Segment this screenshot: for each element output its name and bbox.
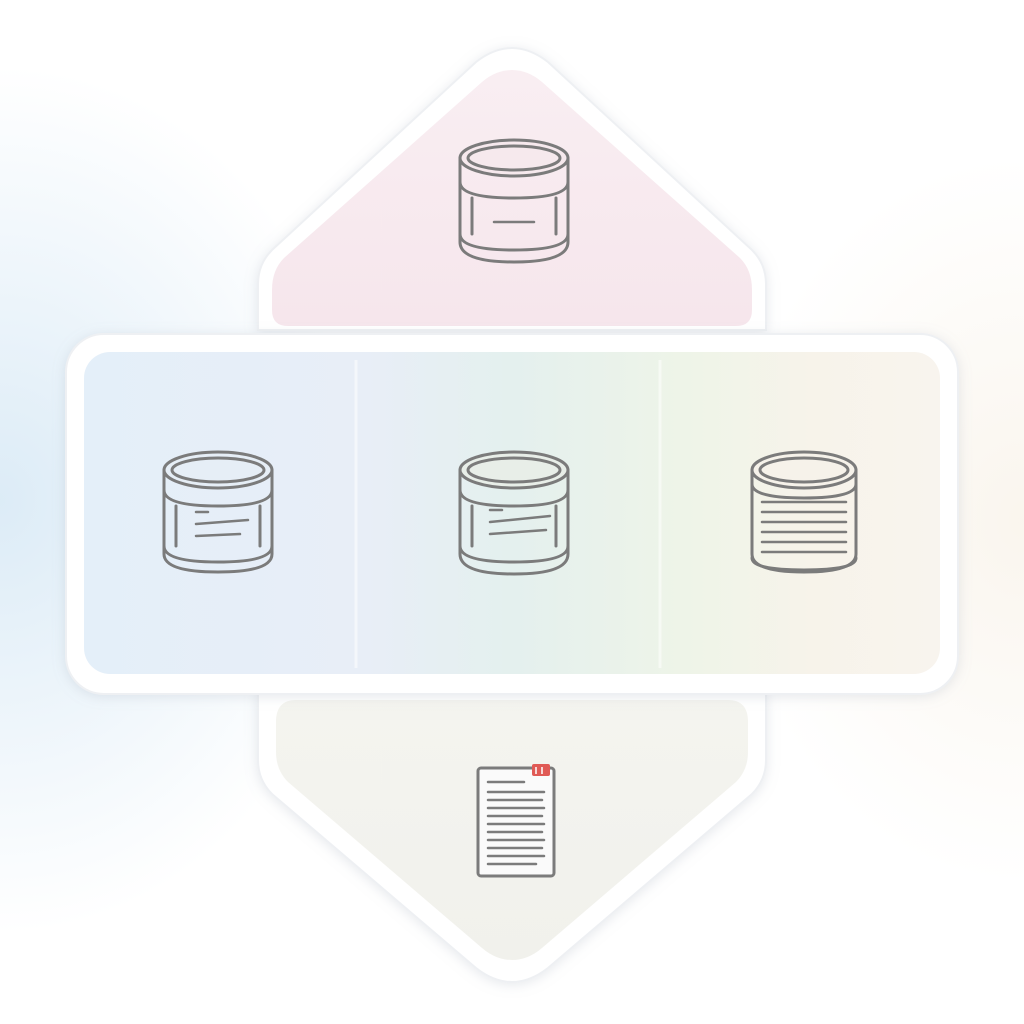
middle-panel [65, 333, 959, 695]
database-icon [750, 450, 858, 574]
database-icon [458, 450, 570, 576]
document-icon [476, 764, 556, 878]
top-node [257, 46, 767, 331]
database-icon [458, 138, 570, 264]
database-icon [162, 450, 274, 574]
